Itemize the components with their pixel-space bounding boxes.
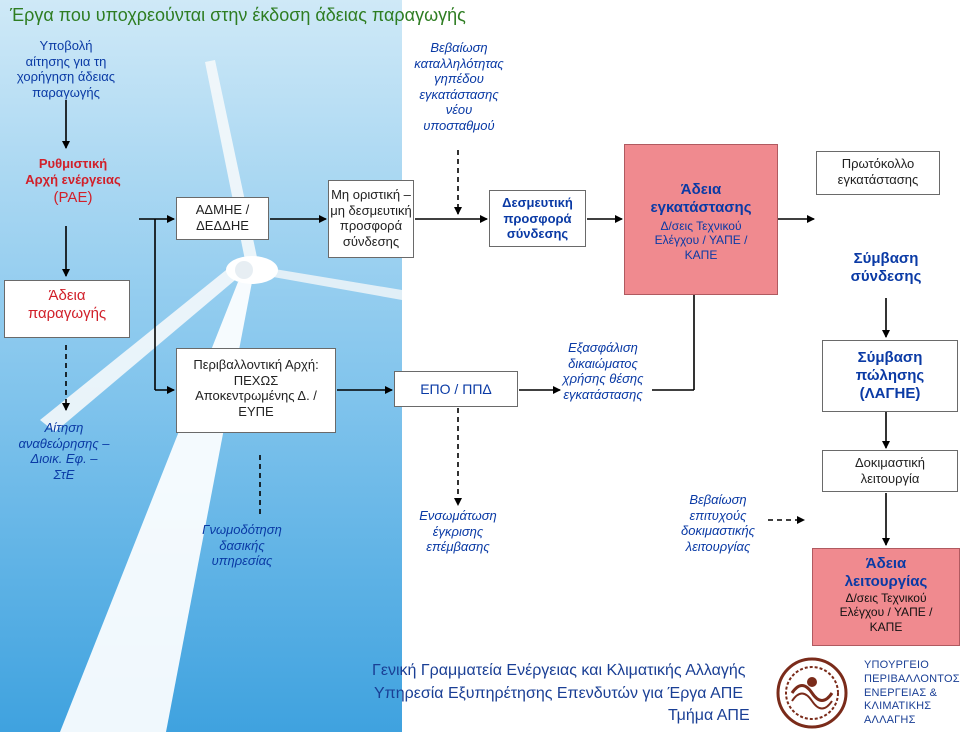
footer-line-1: Γενική Γραμματεία Ενέργειας και Κλιματικ…	[372, 662, 746, 679]
rae-name: Ρυθμιστική Αρχή ενέργειας	[25, 156, 121, 187]
page-title: Έργα που υποχρεούνται στην έκδοση άδειας…	[10, 5, 466, 25]
production-license-box: Άδεια παραγωγής	[4, 280, 130, 338]
site-suitability-text: Βεβαίωση καταλληλότητας γηπέδου εγκατάστ…	[414, 40, 504, 133]
ministry-seal-logo-icon	[776, 657, 848, 729]
review-application-text: Αίτηση αναθεώρησης – Διοικ. Εφ. – ΣτΕ	[18, 420, 110, 482]
trial-operation-box: Δοκιμαστική λειτουργία	[822, 450, 958, 492]
installation-protocol-box: Πρωτόκολλο εγκατάστασης	[816, 151, 940, 195]
admie-box: ΑΔΜΗΕ / ΔΕΔΔΗΕ	[176, 197, 269, 240]
environmental-authority-box: Περιβαλλοντική Αρχή: ΠΕΧΩΣ Αποκεντρωμένη…	[176, 348, 336, 433]
rae-node: Ρυθμιστική Αρχή ενέργειας (ΡΑΕ)	[8, 156, 138, 207]
footer-line-3: Τμήμα ΑΠΕ	[668, 707, 750, 724]
operation-license-box: Άδεια λειτουργίας Δ/σεις Τεχνικού Ελέγχο…	[812, 548, 960, 646]
ministry-name: ΥΠΟΥΡΓΕΙΟ ΠΕΡΙΒΑΛΛΟΝΤΟΣ ΕΝΕΡΓΕΙΑΣ & ΚΛΙΜ…	[864, 659, 960, 726]
installation-license-title: Άδεια εγκατάστασης	[650, 181, 752, 216]
submit-application-text: Υποβολή αίτησης για τη χορήγηση άδειας π…	[16, 38, 116, 100]
nonbinding-offer-box: Μη οριστική – μη δεσμευτική προσφορά σύν…	[328, 180, 414, 258]
installation-license-authorities: Δ/σεις Τεχνικού Ελέγχου / ΥΑΠΕ / ΚΑΠΕ	[654, 219, 748, 262]
site-rights-text: Εξασφάλιση δικαιώματος χρήσης θέσης εγκα…	[562, 340, 644, 402]
trial-success-text: Βεβαίωση επιτυχούς δοκιμαστικής λειτουργ…	[680, 492, 755, 554]
connection-contract-text: Σύμβαση σύνδεσης	[850, 250, 922, 285]
operation-license-authorities: Δ/σεις Τεχνικού Ελέγχου / ΥΑΠΕ / ΚΑΠΕ	[839, 591, 933, 634]
approval-incorporation-text: Ενσωμάτωση έγκρισης επέμβασης	[419, 508, 497, 555]
epo-ppd-box: ΕΠΟ / ΠΠΔ	[394, 371, 518, 407]
installation-license-box: Άδεια εγκατάστασης Δ/σεις Τεχνικού Ελέγχ…	[624, 144, 778, 295]
sale-contract-box: Σύμβαση πώλησης (ΛΑΓΗΕ)	[822, 340, 958, 412]
binding-offer-box: Δεσμευτική προσφορά σύνδεσης	[489, 190, 586, 247]
rae-abbrev: (ΡΑΕ)	[53, 189, 93, 207]
forestry-opinion-text: Γνωμοδότηση δασικής υπηρεσίας	[202, 522, 282, 569]
footer-line-2: Υπηρεσία Εξυπηρέτησης Επενδυτών για Έργα…	[374, 685, 744, 702]
operation-license-title: Άδεια λειτουργίας	[844, 555, 928, 590]
